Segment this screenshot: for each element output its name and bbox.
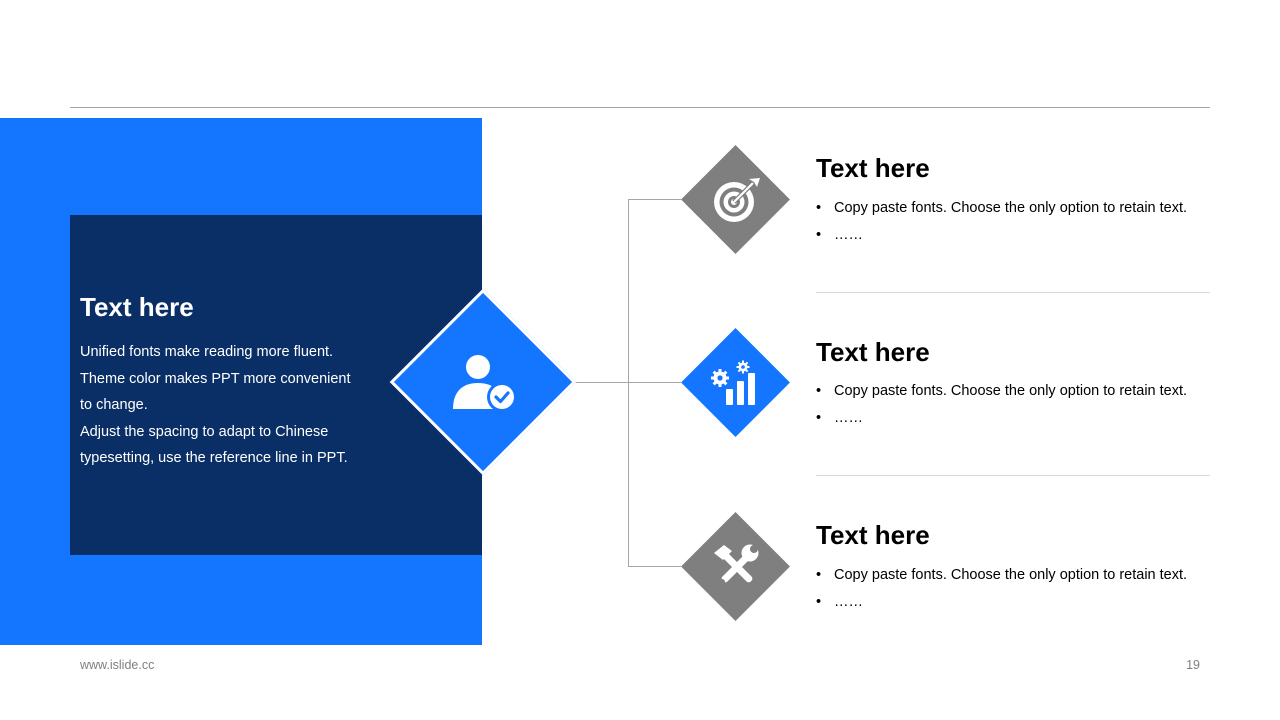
bullet-item: ……: [816, 222, 1187, 249]
bullet-item: Copy paste fonts. Choose the only option…: [816, 195, 1187, 222]
bullet-item: ……: [816, 589, 1187, 616]
top-divider: [70, 107, 1210, 108]
bullet-item: Copy paste fonts. Choose the only option…: [816, 378, 1187, 405]
bullet-item: ……: [816, 405, 1187, 432]
item-bullets-1: Copy paste fonts. Choose the only option…: [816, 195, 1187, 249]
left-body-line: Theme color makes PPT more convenient: [80, 370, 351, 387]
left-body-line: typesetting, use the reference line in P…: [80, 450, 348, 466]
user-check-icon: [445, 345, 521, 421]
item-title-1: Text here: [816, 153, 930, 183]
item-separator-2: [816, 475, 1210, 476]
left-body-text: Unified fonts make reading more fluent. …: [80, 339, 380, 472]
footer-website: www.islide.cc: [80, 658, 155, 672]
tools-icon: [710, 541, 762, 593]
left-body-line: Adjust the spacing to adapt to Chinese: [80, 423, 329, 440]
item-bullets-3: Copy paste fonts. Choose the only option…: [816, 562, 1187, 616]
left-body-line: to change.: [80, 397, 148, 413]
item-title-3: Text here: [816, 520, 930, 550]
left-body-line: Unified fonts make reading more fluent.: [80, 344, 334, 360]
connector-branch-bottom: [628, 566, 681, 567]
left-title: Text here: [80, 292, 194, 322]
item-title-2: Text here: [816, 337, 930, 367]
bullet-item: Copy paste fonts. Choose the only option…: [816, 562, 1187, 589]
page-number: 19: [1186, 658, 1200, 672]
connector-branch-top: [628, 199, 681, 200]
target-icon: [710, 174, 762, 226]
item-separator-1: [816, 292, 1210, 293]
connector-vertical: [628, 199, 629, 567]
item-bullets-2: Copy paste fonts. Choose the only option…: [816, 378, 1187, 432]
gears-chart-icon: [710, 357, 762, 409]
